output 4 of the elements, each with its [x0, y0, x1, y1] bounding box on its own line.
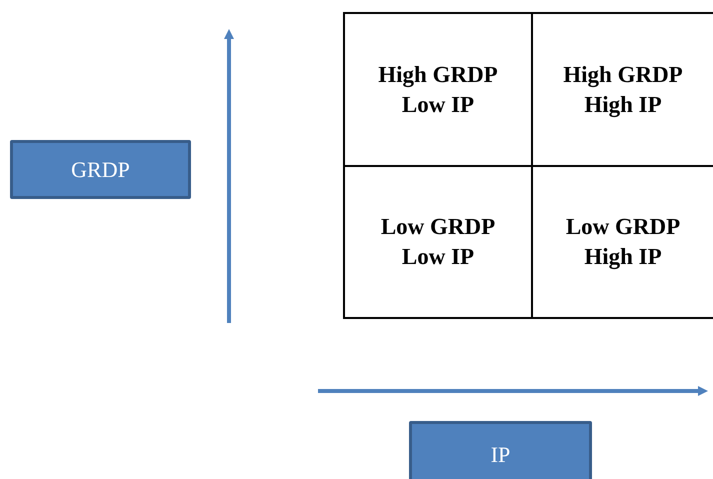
axis-label-box: GRDP: [10, 140, 191, 199]
axis-label-box: IP: [409, 421, 592, 479]
matrix-quadrant: Low GRDP Low IP: [343, 165, 533, 319]
matrix-quadrant: High GRDP Low IP: [343, 12, 533, 167]
